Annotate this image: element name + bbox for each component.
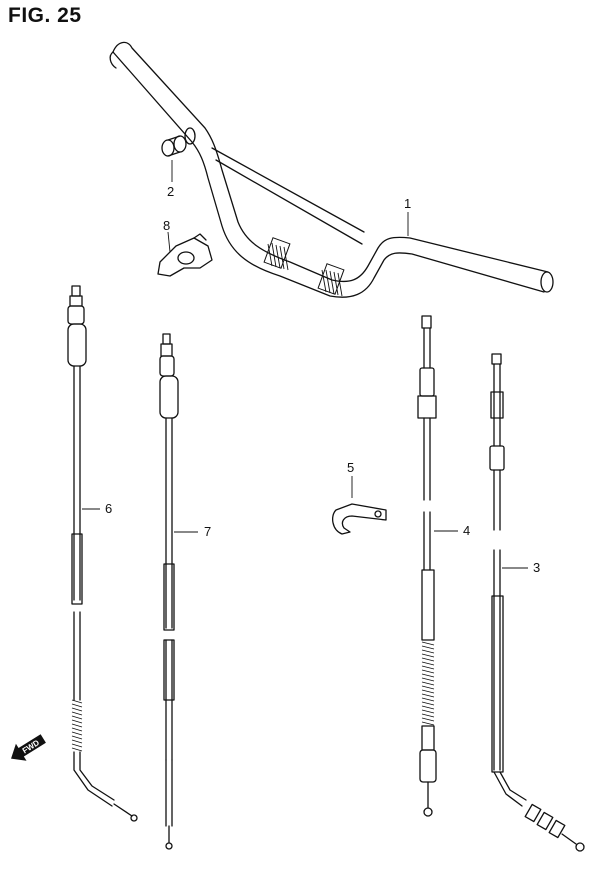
clamp-part[interactable] [331, 503, 387, 535]
cable-6-spring [71, 699, 83, 752]
knurl-band-right [317, 263, 345, 297]
knurl-band-left [263, 237, 291, 271]
cable-7-part[interactable] [159, 333, 179, 850]
callout-3: 3 [533, 560, 540, 575]
figure-title: FIG. 25 [8, 4, 82, 27]
spacer-part[interactable] [161, 135, 187, 157]
callout-2: 2 [167, 184, 174, 199]
callout-8: 8 [163, 218, 170, 233]
cable-6-part[interactable] [67, 285, 138, 822]
callout-5: 5 [347, 460, 354, 475]
holder-part[interactable] [157, 233, 213, 277]
handlebar-part[interactable] [109, 41, 554, 298]
callout-7: 7 [204, 524, 211, 539]
forward-arrow-icon: FWD [11, 734, 46, 761]
cable-4-spring [421, 641, 435, 726]
cable-3-part[interactable] [489, 353, 585, 852]
callout-6: 6 [105, 501, 112, 516]
callout-4: 4 [463, 523, 470, 538]
callout-1: 1 [404, 196, 411, 211]
cable-4-part[interactable] [417, 315, 437, 817]
